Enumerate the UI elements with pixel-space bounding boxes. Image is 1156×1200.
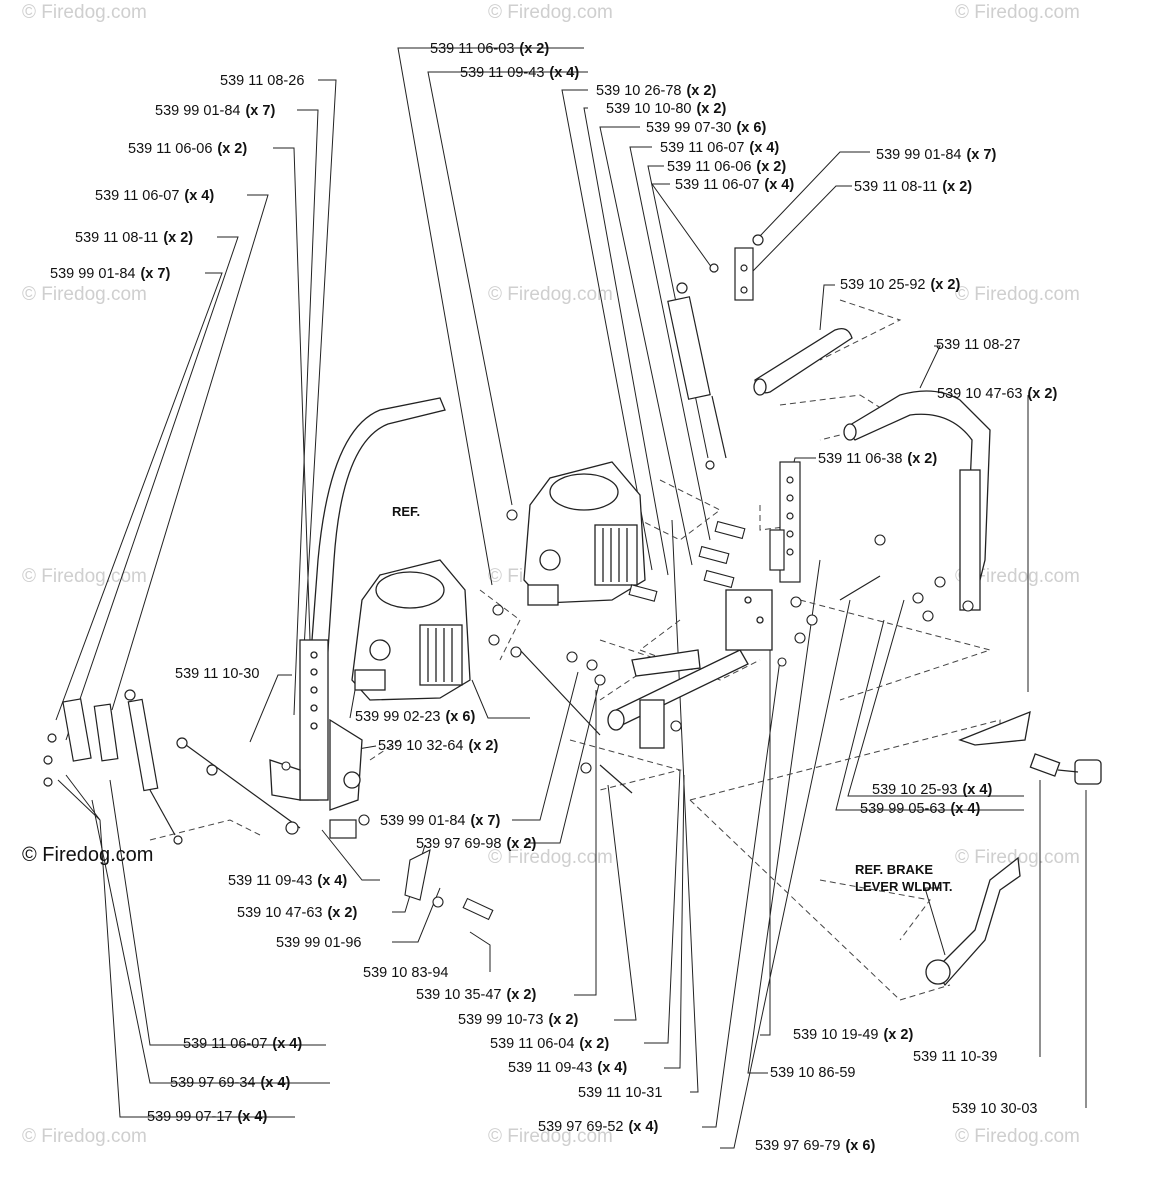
ref-brake-note: LEVER WLDMT.: [855, 879, 953, 894]
watermark: © Firedog.com: [22, 1126, 147, 1147]
part-label: 539 11 10-30: [175, 666, 260, 682]
dashed-guides: [149, 299, 1001, 1001]
watermark: © Firedog.com: [955, 1126, 1080, 1147]
center-pivot-bar: [607, 589, 773, 749]
part-label: 539 11 06-04(x 2): [490, 1036, 610, 1052]
watermark: © Firedog.com: [22, 566, 147, 587]
part-label: 539 11 09-43(x 4): [228, 873, 348, 889]
adjuster-post: [769, 461, 801, 583]
part-label: 539 10 25-93(x 4): [872, 782, 993, 798]
part-label: 539 11 06-07(x 4): [95, 188, 215, 204]
part-label: 539 99 01-84(x 7): [50, 266, 171, 282]
part-label: 539 10 19-49(x 2): [793, 1027, 914, 1043]
part-label: 539 11 08-27: [936, 337, 1021, 353]
brake-lever: [925, 710, 1102, 987]
left-shock-cylinder: [124, 689, 183, 845]
watermark: © Firedog.com: [955, 847, 1080, 868]
watermark: © Firedog.com: [488, 1126, 613, 1147]
part-label: 539 11 06-38(x 2): [818, 451, 938, 467]
part-label: 539 99 07-17(x 4): [147, 1109, 268, 1125]
part-label: 539 10 26-78(x 2): [596, 83, 717, 99]
part-label: 539 10 47-63(x 2): [937, 386, 1058, 402]
copyright-notice: © Firedog.com: [22, 844, 154, 866]
part-label: 539 10 35-47(x 2): [416, 987, 537, 1003]
part-label: 539 11 06-07(x 4): [675, 177, 795, 193]
part-label: 539 97 69-52(x 4): [538, 1119, 659, 1135]
part-label: 539 11 06-06(x 2): [667, 159, 787, 175]
part-label: 539 10 32-64(x 2): [378, 738, 499, 754]
part-label: 539 10 47-63(x 2): [237, 905, 358, 921]
watermark: © Firedog.com: [22, 2, 147, 23]
part-label: 539 11 06-03(x 2): [430, 41, 550, 57]
part-label: 539 97 69-34(x 4): [170, 1075, 291, 1091]
left-brackets: [43, 698, 119, 787]
part-label: 539 97 69-98(x 2): [416, 836, 537, 852]
part-label: 539 99 01-84(x 7): [380, 813, 501, 829]
watermark: © Firedog.com: [22, 284, 147, 305]
part-label: 539 10 86-59: [770, 1065, 856, 1081]
part-label: 539 99 01-84(x 7): [155, 103, 276, 119]
part-label: 539 99 07-30(x 6): [646, 120, 767, 136]
part-label: 539 10 25-92(x 2): [840, 277, 961, 293]
rods: [519, 575, 881, 794]
part-label: 539 99 01-84(x 7): [876, 147, 997, 163]
left-linkage-rod: [176, 737, 357, 839]
watermark: © Firedog.com: [488, 847, 613, 868]
watermark: © Firedog.com: [955, 284, 1080, 305]
part-label: 539 99 01-96: [276, 935, 362, 951]
leader-lines: [55, 47, 1087, 1149]
watermark: © Firedog.com: [955, 2, 1080, 23]
part-label: 539 11 09-43(x 4): [508, 1060, 628, 1076]
handle-grips: [753, 327, 991, 611]
hardware: [281, 509, 974, 921]
watermark: © Firedog.com: [488, 284, 613, 305]
part-label: 539 99 02-23(x 6): [355, 709, 476, 725]
part-label: 539 11 06-07(x 4): [660, 140, 780, 156]
part-label: 539 99 05-63(x 4): [860, 801, 981, 817]
part-label: 539 11 08-11(x 2): [75, 230, 194, 246]
part-label: 539 11 08-11(x 2): [854, 179, 973, 195]
ref-brake-note: REF. BRAKE: [855, 862, 934, 877]
part-label: 539 11 08-26: [220, 73, 305, 89]
part-label: 539 10 83-94: [363, 965, 449, 981]
ref-note: REF.: [392, 504, 421, 519]
left-hydro-pump: [351, 559, 471, 701]
right-hydro-pump: [523, 461, 646, 606]
part-label: 539 10 30-03: [952, 1101, 1038, 1117]
part-label: 539 11 10-39: [913, 1049, 998, 1065]
part-label: 539 99 10-73(x 2): [458, 1012, 579, 1028]
upper-gas-spring: [667, 263, 727, 470]
watermark: © Firedog.com: [955, 566, 1080, 587]
part-label: 539 10 10-80(x 2): [606, 101, 727, 117]
part-label: 539 11 06-06(x 2): [128, 141, 248, 157]
part-label: 539 97 69-79(x 6): [755, 1138, 876, 1154]
watermark: © Firedog.com: [488, 2, 613, 23]
part-label: 539 11 06-07(x 4): [183, 1036, 303, 1052]
part-label: 539 11 10-31: [578, 1085, 663, 1101]
part-label: 539 11 09-43(x 4): [460, 65, 580, 81]
upper-bracket: [734, 234, 764, 301]
left-control-lever: [269, 397, 446, 811]
